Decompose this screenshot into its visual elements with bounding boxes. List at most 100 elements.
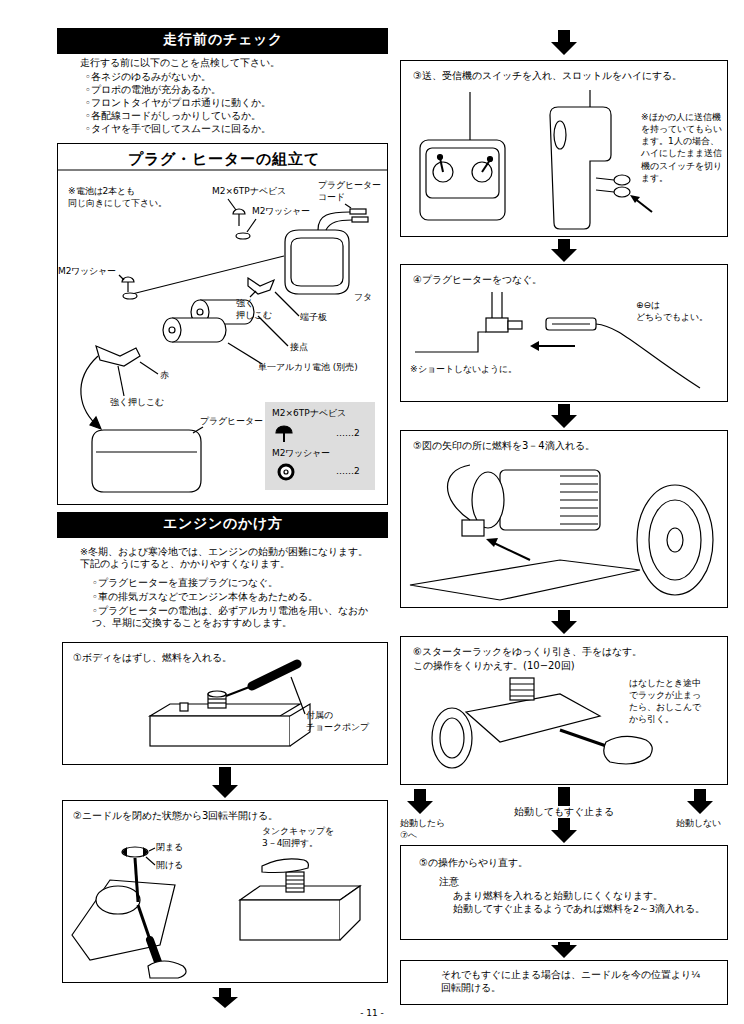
- callout-label: 閉まる: [156, 842, 183, 854]
- callout-label: ◦各配線コードがしっかりしているか。: [85, 110, 261, 122]
- engine-view: [462, 520, 484, 536]
- callout-label: 強く 押しこむ: [236, 298, 276, 321]
- step-text: ①ボディをはずし、燃料を入れる。: [73, 651, 373, 665]
- plug-connection: [415, 332, 486, 352]
- engine-view: [410, 465, 713, 600]
- transmitters: [630, 195, 640, 203]
- plug-heater-parts: [140, 362, 158, 374]
- fuel-tank-pump: [150, 716, 290, 746]
- engine-view: [560, 476, 598, 524]
- fuel-tank-pump: [208, 698, 226, 699]
- callout-label: プラグヒーター コード: [318, 180, 386, 203]
- plug-heater-parts: [123, 293, 137, 299]
- step-text: ⑤図の矢印の所に燃料を3－4滴入れる。: [413, 439, 713, 453]
- engine-view: [410, 560, 640, 600]
- starter-pull: [466, 694, 600, 742]
- starter-pull: [510, 684, 534, 696]
- needle-and-tank: [122, 847, 127, 857]
- engine-view: [649, 500, 701, 580]
- fuel-tank-pump: [291, 677, 305, 714]
- plug-heater-parts: [345, 204, 351, 208]
- needle-and-tank: [340, 886, 360, 940]
- plug-heater-parts: [247, 219, 256, 232]
- needle-and-tank: [286, 876, 304, 888]
- plug-heater-parts: [90, 417, 101, 429]
- plug-connection: [530, 341, 539, 351]
- needle-and-tank: [138, 905, 150, 940]
- step-note: ※ほかの人に送信機を持っていてもらいます。1人の場合、ハイにしたまま送信機のスイ…: [641, 111, 723, 184]
- plug-heater-parts: [96, 451, 197, 452]
- needle-and-tank: [146, 857, 155, 865]
- needle-and-tank: [262, 859, 309, 873]
- plug-heater-parts: [228, 343, 262, 364]
- transmitters: [589, 90, 590, 107]
- title-rule: [57, 169, 388, 170]
- fuel-tank-pump: [252, 664, 297, 686]
- plug-heater-parts: [276, 426, 292, 433]
- needle-and-tank: [122, 847, 148, 857]
- section-band: 走行前のチェック: [57, 28, 388, 54]
- title-rule: [57, 169, 388, 170]
- plug-heater-parts: [228, 199, 236, 210]
- plug-heater-parts: [283, 433, 285, 442]
- callout-label: 接点: [290, 342, 308, 354]
- stub-arrow: [551, 30, 577, 55]
- transmitters: [426, 148, 499, 198]
- plug-heater-parts: [275, 292, 299, 316]
- needle-and-tank: [143, 847, 148, 857]
- flow-arrow: [212, 767, 238, 798]
- engine-view: [448, 465, 471, 520]
- plug-heater-parts: [291, 238, 343, 286]
- engine-view: [486, 538, 498, 547]
- callout-label: ※ショートしないように。: [410, 364, 517, 376]
- plug-heater-parts: [236, 233, 250, 239]
- callout-label: M2ワッシャー: [58, 266, 117, 278]
- transmitters: [614, 187, 630, 197]
- step-box: ⑤図の矢印の所に燃料を3－4滴入れる。: [400, 430, 728, 608]
- callout-label: ◦プロポの電池が充分あるか。: [85, 84, 221, 96]
- step-box: ③送、受信機のスイッチを入れ、スロットルをハイにする。※ほかの人に送信機を持って…: [400, 60, 728, 237]
- plug-heater-parts: [81, 199, 375, 492]
- transmitters: [440, 158, 443, 172]
- plug-heater-parts: [279, 465, 293, 479]
- step-box: ①ボディをはずし、燃料を入れる。: [62, 642, 388, 765]
- flow-arrow: [551, 942, 577, 958]
- needle-and-tank: [149, 848, 155, 851]
- transmitters: [469, 92, 470, 140]
- plug-heater-parts: [318, 212, 350, 230]
- callout-label: 走行する前に以下のことを点検して下さい。: [80, 57, 280, 69]
- transmitters: [614, 175, 630, 185]
- flow-arrow: [551, 404, 577, 428]
- transmitters: [488, 157, 493, 162]
- plug-heater-parts: [233, 209, 245, 214]
- fuel-tank-pump: [150, 664, 310, 746]
- callout-label: ◦タイヤを手で回してスムースに回るか。: [85, 123, 271, 135]
- step-box: ②ニードルを閉めた状態から3回転半開ける。: [62, 800, 388, 983]
- plug-heater-parts: [238, 214, 239, 226]
- plug-heater-parts: [258, 316, 288, 346]
- engine-view: [667, 528, 683, 552]
- engine-view: [637, 485, 713, 595]
- transmitters: [420, 90, 652, 229]
- callout-label: ……2: [336, 428, 360, 440]
- stub-arrow: [407, 789, 433, 814]
- step-box: ⑤の操作からやり直す。注意あまり燃料を入れると始動しにくくなります。 始動してす…: [400, 845, 728, 940]
- plug-connection: [492, 292, 502, 318]
- starter-pull: [432, 708, 472, 768]
- plug-heater-parts: [326, 220, 352, 230]
- starter-pull: [510, 678, 534, 700]
- callout-label: フタ: [354, 292, 372, 304]
- plug-heater-parts: [250, 291, 256, 297]
- plug-heater-parts: [265, 402, 375, 490]
- needle-and-tank: [72, 847, 360, 978]
- plug-connection: [552, 323, 590, 324]
- callout-label: 赤: [160, 370, 169, 382]
- needle-and-tank: [96, 886, 140, 914]
- band-title: 走行前のチェック: [57, 28, 388, 50]
- plug-heater-parts: [132, 256, 284, 294]
- plug-heater-parts: [248, 278, 274, 294]
- step-text: それでもすぐに止まる場合は、ニードルを今の位置より¼ 回転開ける。: [441, 969, 716, 995]
- transmitters: [554, 121, 566, 149]
- needle-and-tank: [72, 880, 175, 960]
- step-text: ⑤の操作からやり直す。: [419, 856, 709, 870]
